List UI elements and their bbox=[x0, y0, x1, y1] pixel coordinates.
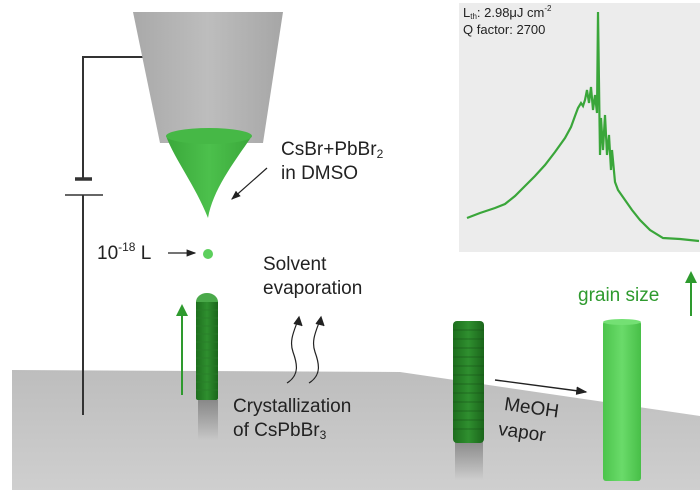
printing-nozzle bbox=[133, 12, 283, 143]
q-factor-label: Q factor: 2700 bbox=[463, 22, 546, 37]
ink-formula: CsBr+PbBr bbox=[281, 139, 377, 160]
grain-size-arrow-head bbox=[685, 271, 697, 283]
substrate-surface bbox=[12, 370, 700, 490]
crystallization-label-line2: of CsPbBr3 bbox=[233, 419, 326, 442]
rough-nanopillar bbox=[453, 321, 484, 480]
ink-label-line2: in DMSO bbox=[281, 163, 359, 184]
solvent-label-line2: evaporation bbox=[263, 278, 363, 299]
ink-subscript: 2 bbox=[376, 147, 384, 161]
lth-value: : 2.98μJ cm bbox=[476, 5, 545, 20]
lth-subscript: th bbox=[470, 12, 477, 21]
grain-size-label: grain size bbox=[578, 285, 660, 306]
printed-pillar bbox=[196, 293, 218, 440]
lasing-threshold-label: Lth: 2.98μJ cm-2 bbox=[463, 5, 552, 21]
lasing-spectrum-inset bbox=[459, 3, 700, 252]
voltage-source bbox=[65, 56, 145, 415]
volume-base: 10 bbox=[97, 243, 119, 264]
volume-unit: L bbox=[135, 243, 152, 264]
crystallization-formula: of CsPbBr bbox=[233, 420, 320, 441]
droplet bbox=[203, 249, 213, 259]
ink-label-line1: CsBr+PbBr2 bbox=[281, 138, 383, 161]
spectrum-line bbox=[466, 11, 700, 243]
crystallization-label-line1: Crystallization bbox=[233, 396, 352, 417]
taylor-cone bbox=[166, 128, 252, 218]
ink-pointer-arrow bbox=[231, 167, 268, 200]
droplet-volume-label: 10-18 L bbox=[97, 240, 152, 265]
crystallization-subscript: 3 bbox=[319, 428, 327, 442]
lth-symbol: L bbox=[463, 5, 471, 20]
growth-arrow-head bbox=[176, 304, 188, 316]
lth-exponent: -2 bbox=[544, 4, 552, 13]
smooth-nanopillar bbox=[603, 319, 641, 481]
meoh-transform-arrow bbox=[494, 379, 588, 395]
evaporation-arrows bbox=[286, 315, 325, 384]
volume-exponent: -18 bbox=[118, 240, 136, 254]
solvent-label-line1: Solvent bbox=[263, 254, 327, 275]
